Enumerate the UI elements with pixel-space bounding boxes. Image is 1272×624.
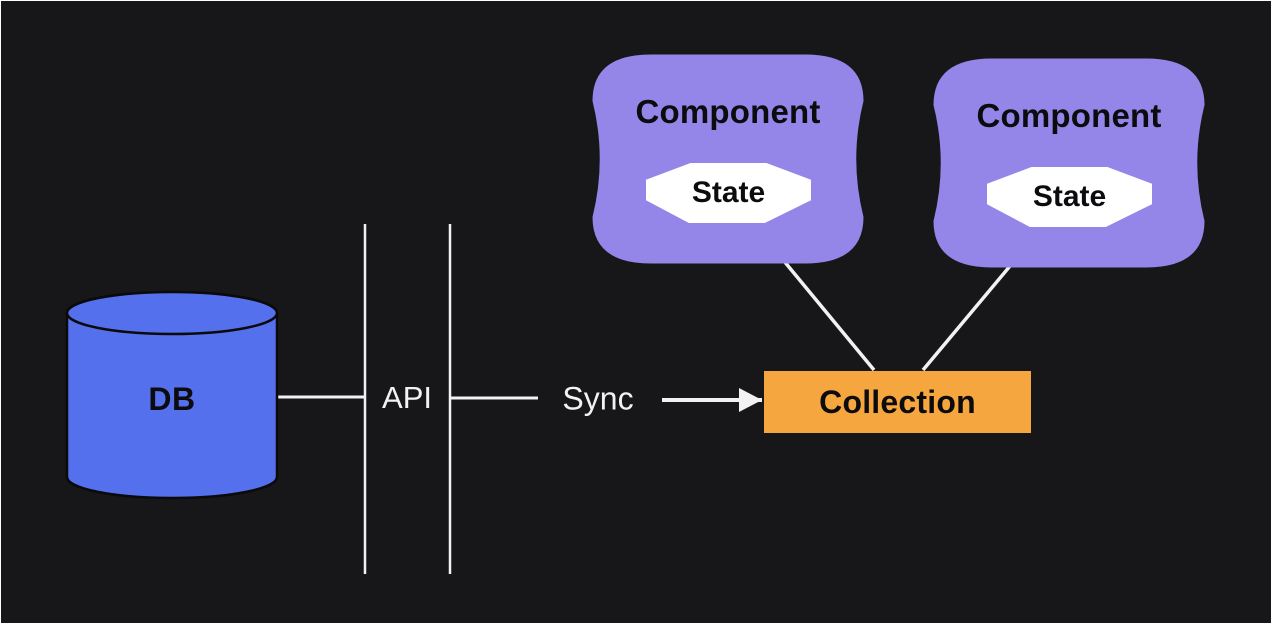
db-cylinder-shape xyxy=(65,290,279,500)
collection-node: Collection xyxy=(764,371,1031,433)
component-1-label: Component xyxy=(635,93,821,130)
component-2-state-label: State xyxy=(1032,180,1107,213)
component-1-shape xyxy=(592,54,864,264)
component-2-node: Component State xyxy=(932,57,1206,269)
db-label: DB xyxy=(148,381,196,417)
sync-label: Sync xyxy=(562,380,634,417)
component-1-node: Component State xyxy=(591,53,865,265)
component-2-shape xyxy=(933,58,1205,268)
collection-label: Collection xyxy=(819,383,976,420)
component-2-state-node: State xyxy=(987,167,1152,227)
component-2-label: Component xyxy=(976,97,1162,134)
component-1-state-label: State xyxy=(691,176,766,209)
api-label: API xyxy=(382,380,432,415)
component-1-state-node: State xyxy=(646,163,811,223)
db-node: DB xyxy=(65,289,279,501)
